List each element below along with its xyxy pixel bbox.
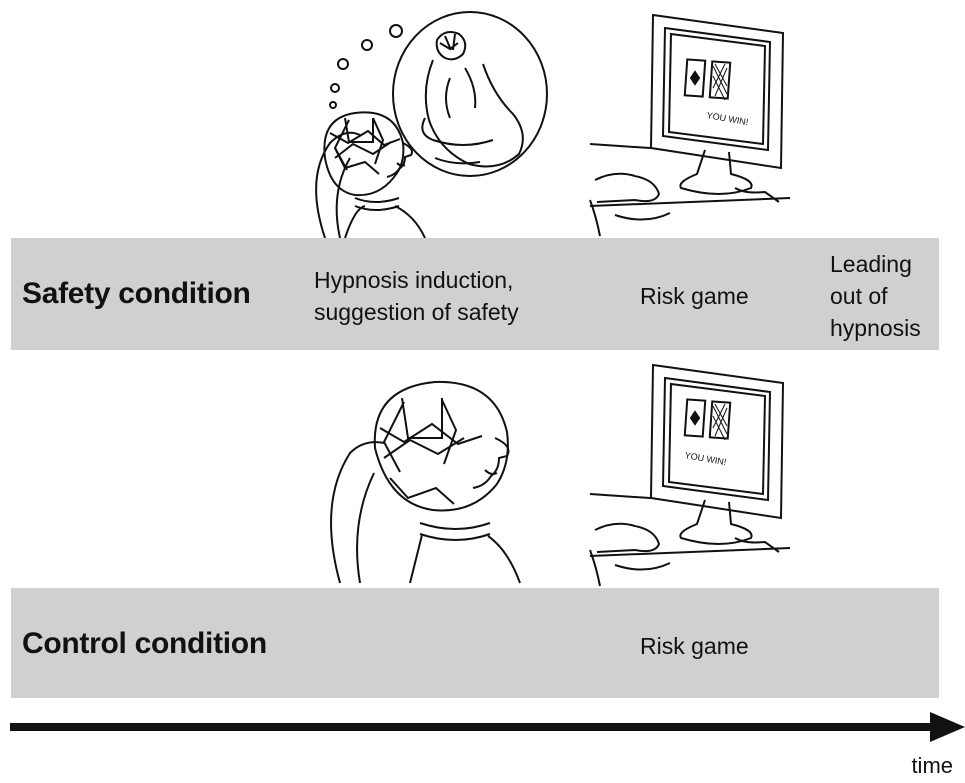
- safety-step-hypnosis-induction: Hypnosis induction, suggestion of safety: [314, 267, 519, 325]
- control-condition-title: Control condition: [22, 627, 267, 660]
- control-step-risk-game: Risk game: [640, 633, 749, 659]
- control-computer-illustration: YOU WIN!: [589, 363, 791, 587]
- control-person-illustration: [330, 380, 521, 584]
- time-axis-label: time: [911, 753, 953, 778]
- control-condition-band: [11, 588, 939, 698]
- hypnosis-person-illustration: [315, 11, 548, 239]
- safety-step-leading-out: Leading out of hypnosis: [830, 251, 921, 341]
- time-arrow: [10, 712, 965, 742]
- safety-condition-title: Safety condition: [22, 277, 251, 310]
- safety-condition-band: [11, 238, 939, 350]
- safety-step-risk-game: Risk game: [640, 283, 749, 309]
- computer-win-illustration: YOU WIN!: [589, 13, 791, 237]
